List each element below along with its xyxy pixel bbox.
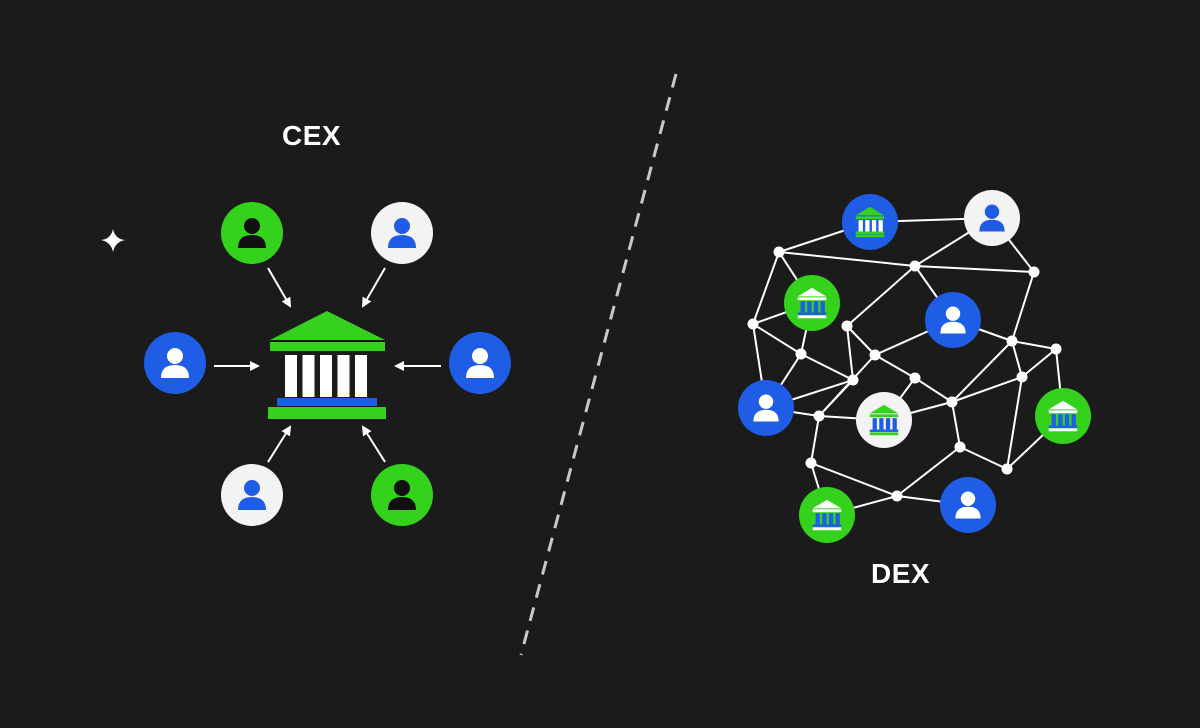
dex-user-top-node [964, 190, 1020, 246]
dex-bank-right-node [1035, 388, 1091, 444]
network-junction [1050, 343, 1062, 355]
cex-user-right-node [449, 332, 511, 394]
dex-bank-upper-left-node [784, 275, 840, 331]
cex-user-top-right-node [371, 202, 433, 264]
dex-user-bottom-node [940, 477, 996, 533]
network-edge [846, 265, 916, 327]
network-edge [914, 265, 1035, 273]
network-junction [909, 260, 921, 272]
network-edge [1011, 271, 1035, 342]
bank-icon [812, 499, 842, 531]
cex-central-bank-icon [268, 311, 386, 419]
user-icon [388, 480, 416, 510]
user-icon [955, 491, 981, 519]
bank-icon [797, 287, 827, 319]
network-edge [846, 325, 854, 381]
bank-icon [869, 404, 899, 436]
network-edge [846, 325, 876, 356]
user-icon [466, 348, 494, 378]
sparkle-icon [101, 229, 125, 252]
cex-title: CEX [282, 120, 342, 151]
network-junction [1006, 335, 1018, 347]
network-edge [1006, 376, 1023, 470]
cex-arrow [267, 267, 292, 308]
user-icon [238, 480, 266, 510]
network-edge [959, 446, 1008, 470]
dex-title: DEX [871, 558, 931, 589]
network-junction [841, 320, 853, 332]
network-edge [896, 446, 961, 497]
cex-arrow [361, 425, 386, 463]
bank-icon [855, 206, 885, 238]
bank-icon [1048, 400, 1078, 432]
user-icon [979, 204, 1005, 232]
network-junction [813, 410, 825, 422]
dex-user-mid-node [925, 292, 981, 348]
network-edge [752, 323, 802, 355]
cex-user-left-node [144, 332, 206, 394]
dex-bank-center-node [856, 392, 912, 448]
cex-user-bottom-left-node [221, 464, 283, 526]
network-edge [778, 251, 916, 267]
network-junction [869, 349, 881, 361]
user-icon [753, 394, 779, 422]
dex-bank-top-node [842, 194, 898, 250]
network-junction [847, 374, 859, 386]
network-edge [810, 415, 820, 464]
user-icon [238, 218, 266, 248]
divider-line [519, 73, 678, 656]
network-junction [1028, 266, 1040, 278]
user-icon [940, 306, 966, 334]
cex-user-bottom-right-node [371, 464, 433, 526]
network-junction [954, 441, 966, 453]
network-junction [891, 490, 903, 502]
network-edge [874, 354, 916, 379]
cex-user-top-left-node [221, 202, 283, 264]
network-junction [773, 246, 785, 258]
cex-arrow [267, 425, 292, 463]
network-edge [818, 379, 854, 417]
network-edge [914, 377, 953, 403]
network-junction [795, 348, 807, 360]
network-junction [747, 318, 759, 330]
network-edge [951, 376, 1023, 403]
network-edge [752, 251, 780, 325]
dex-bank-bottom-left-node [799, 487, 855, 543]
cex-arrow [361, 267, 386, 308]
network-junction [805, 457, 817, 469]
network-edge [800, 353, 854, 381]
network-junction [1016, 371, 1028, 383]
network-junction [946, 396, 958, 408]
user-icon [161, 348, 189, 378]
network-edge [951, 340, 1013, 403]
network-edge [1011, 340, 1057, 350]
dex-user-left-node [738, 380, 794, 436]
network-edge [1011, 340, 1023, 378]
network-junction [909, 372, 921, 384]
network-edge [810, 462, 898, 497]
network-edge [1021, 348, 1057, 378]
network-junction [1001, 463, 1013, 475]
network-edge [951, 401, 961, 448]
user-icon [388, 218, 416, 248]
